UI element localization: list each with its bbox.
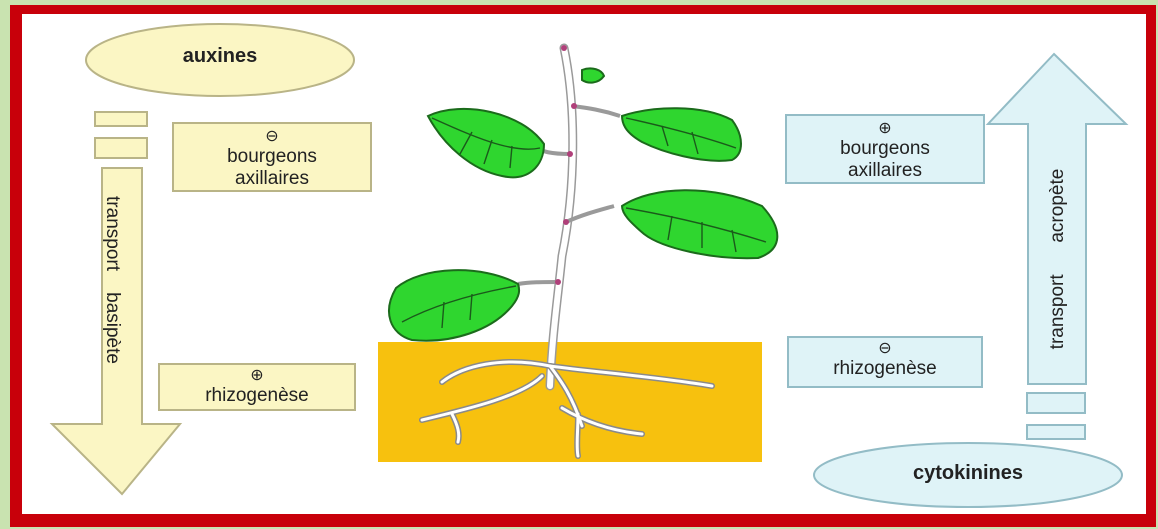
leaf-upper-right	[622, 108, 741, 161]
plant-illustration	[352, 36, 812, 466]
auxin-root-label: rhizogenèse	[160, 385, 354, 407]
cytokinin-buds-line2: axillaires	[787, 160, 983, 182]
cytokinin-buds-sign: ⊕	[787, 120, 983, 138]
auxin-buds-line2: axillaires	[174, 168, 370, 190]
basipetal-transport-label: transport basipète	[101, 180, 123, 380]
cytokinin-root-box: ⊖ rhizogenèse	[787, 336, 983, 388]
auxin-root-sign: ⊕	[160, 367, 354, 385]
acropetal-word-direction: acropète	[1047, 169, 1068, 243]
auxin-bar-2	[94, 137, 148, 159]
auxin-buds-line1: bourgeons	[174, 146, 370, 168]
auxines-title: auxines	[82, 45, 358, 68]
auxin-root-box: ⊕ rhizogenèse	[158, 363, 356, 411]
basipetal-word-transport: transport	[102, 196, 123, 271]
cytokinin-bar-1	[1026, 392, 1086, 414]
leaf-middle-right	[622, 190, 777, 258]
basipetal-word-direction: basipète	[102, 292, 123, 364]
auxin-buds-text: ⊖ bourgeons axillaires	[174, 128, 370, 190]
leaf-lower-left	[389, 270, 519, 341]
auxin-root-text: ⊕ rhizogenèse	[160, 367, 354, 407]
leaf-upper-left	[428, 109, 544, 177]
cytokinin-buds-text: ⊕ bourgeons axillaires	[787, 120, 983, 182]
cytokinin-root-sign: ⊖	[789, 340, 981, 358]
auxin-buds-sign: ⊖	[174, 128, 370, 146]
acropetal-word-transport: transport	[1047, 274, 1068, 349]
auxin-bar-1	[94, 111, 148, 127]
acropetal-transport-label: transport acropète	[1047, 159, 1069, 359]
cytokinines-title: cytokinines	[810, 462, 1126, 485]
diagram-canvas: auxines transport basipète ⊖ bourgeons a…	[22, 14, 1146, 514]
cytokinin-buds-box: ⊕ bourgeons axillaires	[785, 114, 985, 184]
cytokinin-root-text: ⊖ rhizogenèse	[789, 340, 981, 380]
cytokinin-buds-line1: bourgeons	[787, 138, 983, 160]
leaf-top-bud	[582, 68, 604, 82]
cytokinin-bar-2	[1026, 424, 1086, 440]
auxin-buds-box: ⊖ bourgeons axillaires	[172, 122, 372, 192]
cytokinin-root-label: rhizogenèse	[789, 358, 981, 380]
